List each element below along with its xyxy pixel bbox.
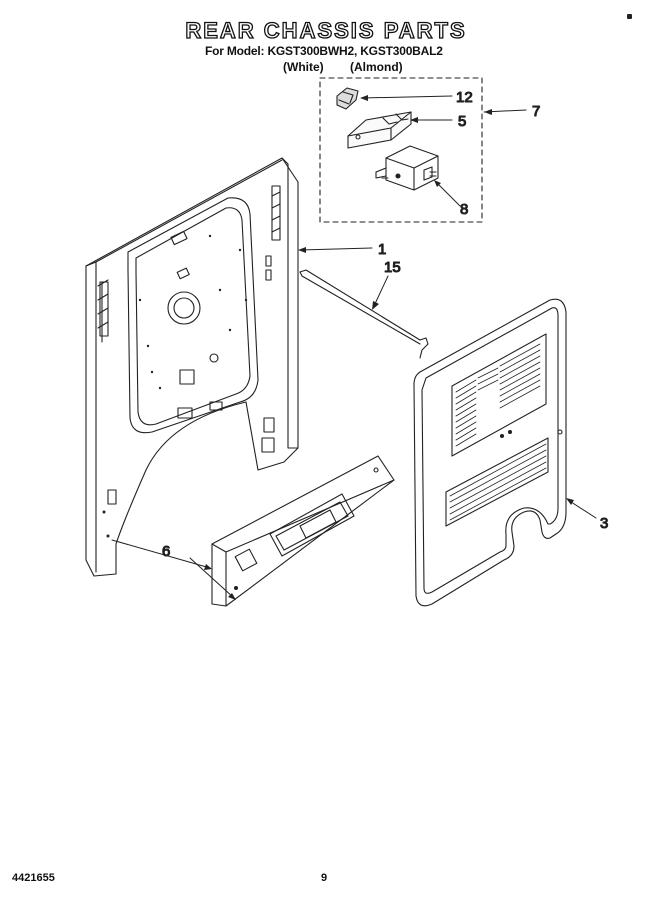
part-8-switch xyxy=(375,145,439,191)
part-1-back-panel xyxy=(85,157,299,577)
corner-mark xyxy=(627,14,632,19)
parts-group-box xyxy=(319,77,483,223)
model-subtitle: For Model: KGST300BWH2, KGST300BAL2 xyxy=(205,44,443,58)
part-6-bottom-plate xyxy=(211,455,395,607)
part-12-clip xyxy=(336,87,359,110)
leader-lines xyxy=(111,95,597,600)
callout-8: 8 xyxy=(460,201,468,218)
part-5-bracket xyxy=(347,111,412,149)
callout-7: 7 xyxy=(532,103,540,120)
page-title: REAR CHASSIS PARTS xyxy=(185,17,467,43)
page-number: 9 xyxy=(321,872,328,884)
callout-12: 12 xyxy=(456,89,473,106)
callout-1: 1 xyxy=(378,241,386,258)
callout-6: 6 xyxy=(162,543,170,560)
doc-number: 4421655 xyxy=(12,872,55,884)
color-label-almond: (Almond) xyxy=(350,60,403,74)
callout-15: 15 xyxy=(384,259,401,276)
color-label-white: (White) xyxy=(283,60,324,74)
callout-3: 3 xyxy=(600,515,608,532)
part-15-rod xyxy=(299,269,429,359)
callout-5: 5 xyxy=(458,113,466,130)
part-3-access-cover xyxy=(413,298,567,607)
